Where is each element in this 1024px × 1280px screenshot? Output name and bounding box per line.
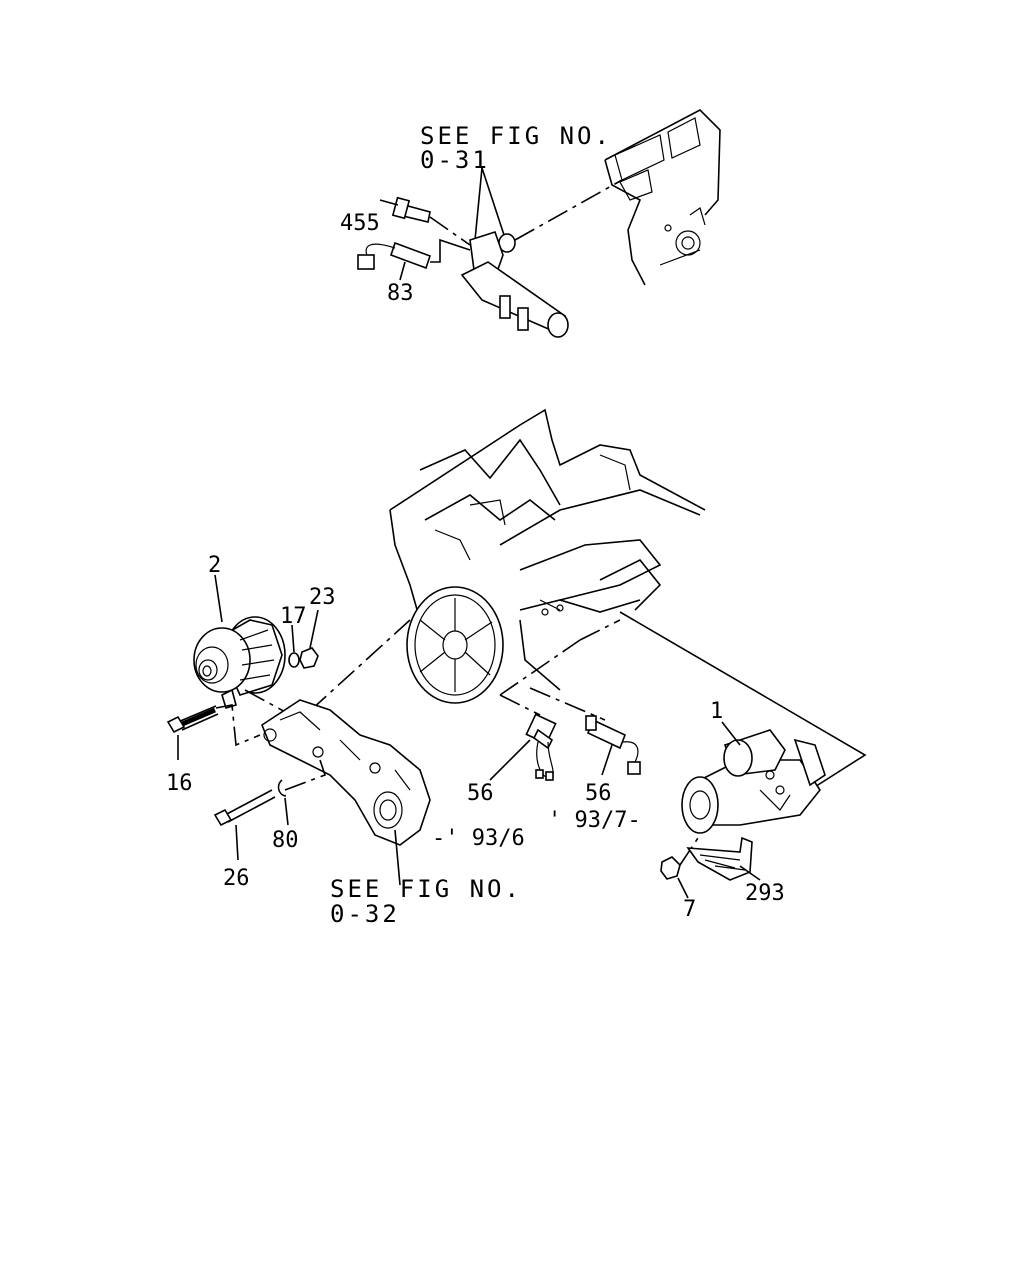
washer-17: 17 <box>280 604 307 668</box>
insulator-293: 293 <box>686 836 785 906</box>
nut-7: 7 <box>660 856 696 922</box>
callout-293: 293 <box>745 881 785 906</box>
fig-number-top: 0-31 <box>420 146 490 174</box>
callout-1: 1 <box>710 699 723 724</box>
sensor-56-late: 56 ' 93/7- <box>548 715 641 833</box>
see-fig-text-bottom: SEE FIG NO. <box>330 875 522 903</box>
alternator: 2 <box>193 553 286 709</box>
washer-80: 80 <box>272 779 299 853</box>
fig-number-bottom: 0-32 <box>330 900 400 928</box>
engine-block <box>389 408 706 691</box>
callout-56-early: 56 <box>467 781 494 806</box>
sensor-83: 83 <box>357 241 432 306</box>
see-fig-text-top: SEE FIG NO. <box>420 122 612 150</box>
nut-23: 23 <box>299 585 336 669</box>
callout-2: 2 <box>208 553 221 578</box>
callout-80: 80 <box>272 828 299 853</box>
fan-pulley <box>406 586 504 704</box>
thermostat-housing <box>460 231 569 338</box>
range-label-late: ' 93/7- <box>548 808 641 833</box>
range-label-early: -' 93/6 <box>432 826 525 851</box>
engine-head-partial <box>604 109 721 286</box>
callout-7: 7 <box>683 897 696 922</box>
bolt-26: 26 <box>213 789 276 891</box>
bottom-reference-label: SEE FIG NO. 0-32 <box>330 875 522 928</box>
callout-56-late: 56 <box>585 781 612 806</box>
sensor-56-early: 56 -' 93/6 <box>432 713 557 851</box>
callout-455: 455 <box>340 211 380 236</box>
callout-17: 17 <box>280 604 307 629</box>
callout-16: 16 <box>166 771 193 796</box>
starter-motor: 1 <box>681 699 826 834</box>
callout-23: 23 <box>309 585 336 610</box>
callout-26: 26 <box>223 866 250 891</box>
bolt-16: 16 <box>166 705 219 796</box>
alternator-bracket <box>261 699 431 846</box>
callout-83: 83 <box>387 281 414 306</box>
top-reference-label: SEE FIG NO. 0-31 <box>420 122 612 174</box>
sensor-455: 455 <box>340 196 431 236</box>
